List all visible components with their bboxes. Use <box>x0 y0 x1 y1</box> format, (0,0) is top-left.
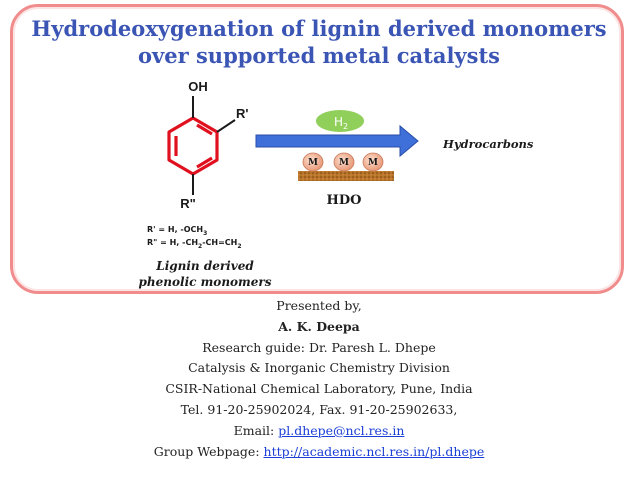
phone-fax: Tel. 91-20-25902024, Fax. 91-20-25902633… <box>180 401 458 417</box>
email-link[interactable]: pl.dhepe@ncl.res.in <box>278 422 405 438</box>
h2-label: H <box>334 115 343 129</box>
reaction-arrow <box>255 124 419 158</box>
title-line-2: over supported metal catalysts <box>138 43 500 68</box>
hdo-label: HDO <box>327 193 362 208</box>
research-guide: Research guide: Dr. Paresh L. Dhepe <box>202 339 436 355</box>
webpage-line: Group Webpage: http://academic.ncl.res.i… <box>0 442 638 463</box>
slide-title: Hydrodeoxygenation of lignin derived mon… <box>0 15 638 69</box>
h2-subscript: 2 <box>343 122 348 131</box>
r2-label: R" <box>180 196 196 211</box>
caption-line-1: Lignin derived <box>155 259 254 273</box>
presenter-info: Presented by, A. K. Deepa Research guide… <box>0 296 638 462</box>
catalyst-support <box>298 171 394 181</box>
substituent-r1-def: R' = H, -OCH3 <box>147 225 207 237</box>
email-prefix: Email: <box>233 422 279 438</box>
presenter-name: A. K. Deepa <box>278 318 360 334</box>
benzene-ring <box>167 116 219 176</box>
substituent-r2-def: R" = H, -CH2-CH=CH2 <box>147 238 242 250</box>
metal-label-2: M <box>339 158 349 168</box>
webpage-link[interactable]: http://academic.ncl.res.in/pl.dhepe <box>263 443 485 459</box>
hydrogen-bubble: H 2 <box>316 110 364 132</box>
metal-label-1: M <box>308 158 318 168</box>
presented-by: Presented by, <box>276 298 362 313</box>
caption-line-2: phenolic monomers <box>139 275 272 289</box>
institute: CSIR-National Chemical Laboratory, Pune,… <box>165 381 473 397</box>
r1-label: R' <box>236 106 248 121</box>
product-label: Hydrocarbons <box>442 137 534 151</box>
reaction-scheme: OH R' R" H 2 M M M HDO Hydrocarbons R' =… <box>139 79 534 289</box>
substituent-bonds <box>192 96 236 195</box>
title-frame <box>10 4 624 294</box>
metal-label-3: M <box>368 158 378 168</box>
division: Catalysis & Inorganic Chemistry Division <box>188 360 450 376</box>
hydroxyl-label: OH <box>188 79 208 94</box>
title-line-1: Hydrodeoxygenation of lignin derived mon… <box>31 16 607 41</box>
metal-particles: M M M <box>302 152 384 172</box>
email-line: Email: pl.dhepe@ncl.res.in <box>0 421 638 442</box>
web-prefix: Group Webpage: <box>153 443 264 459</box>
